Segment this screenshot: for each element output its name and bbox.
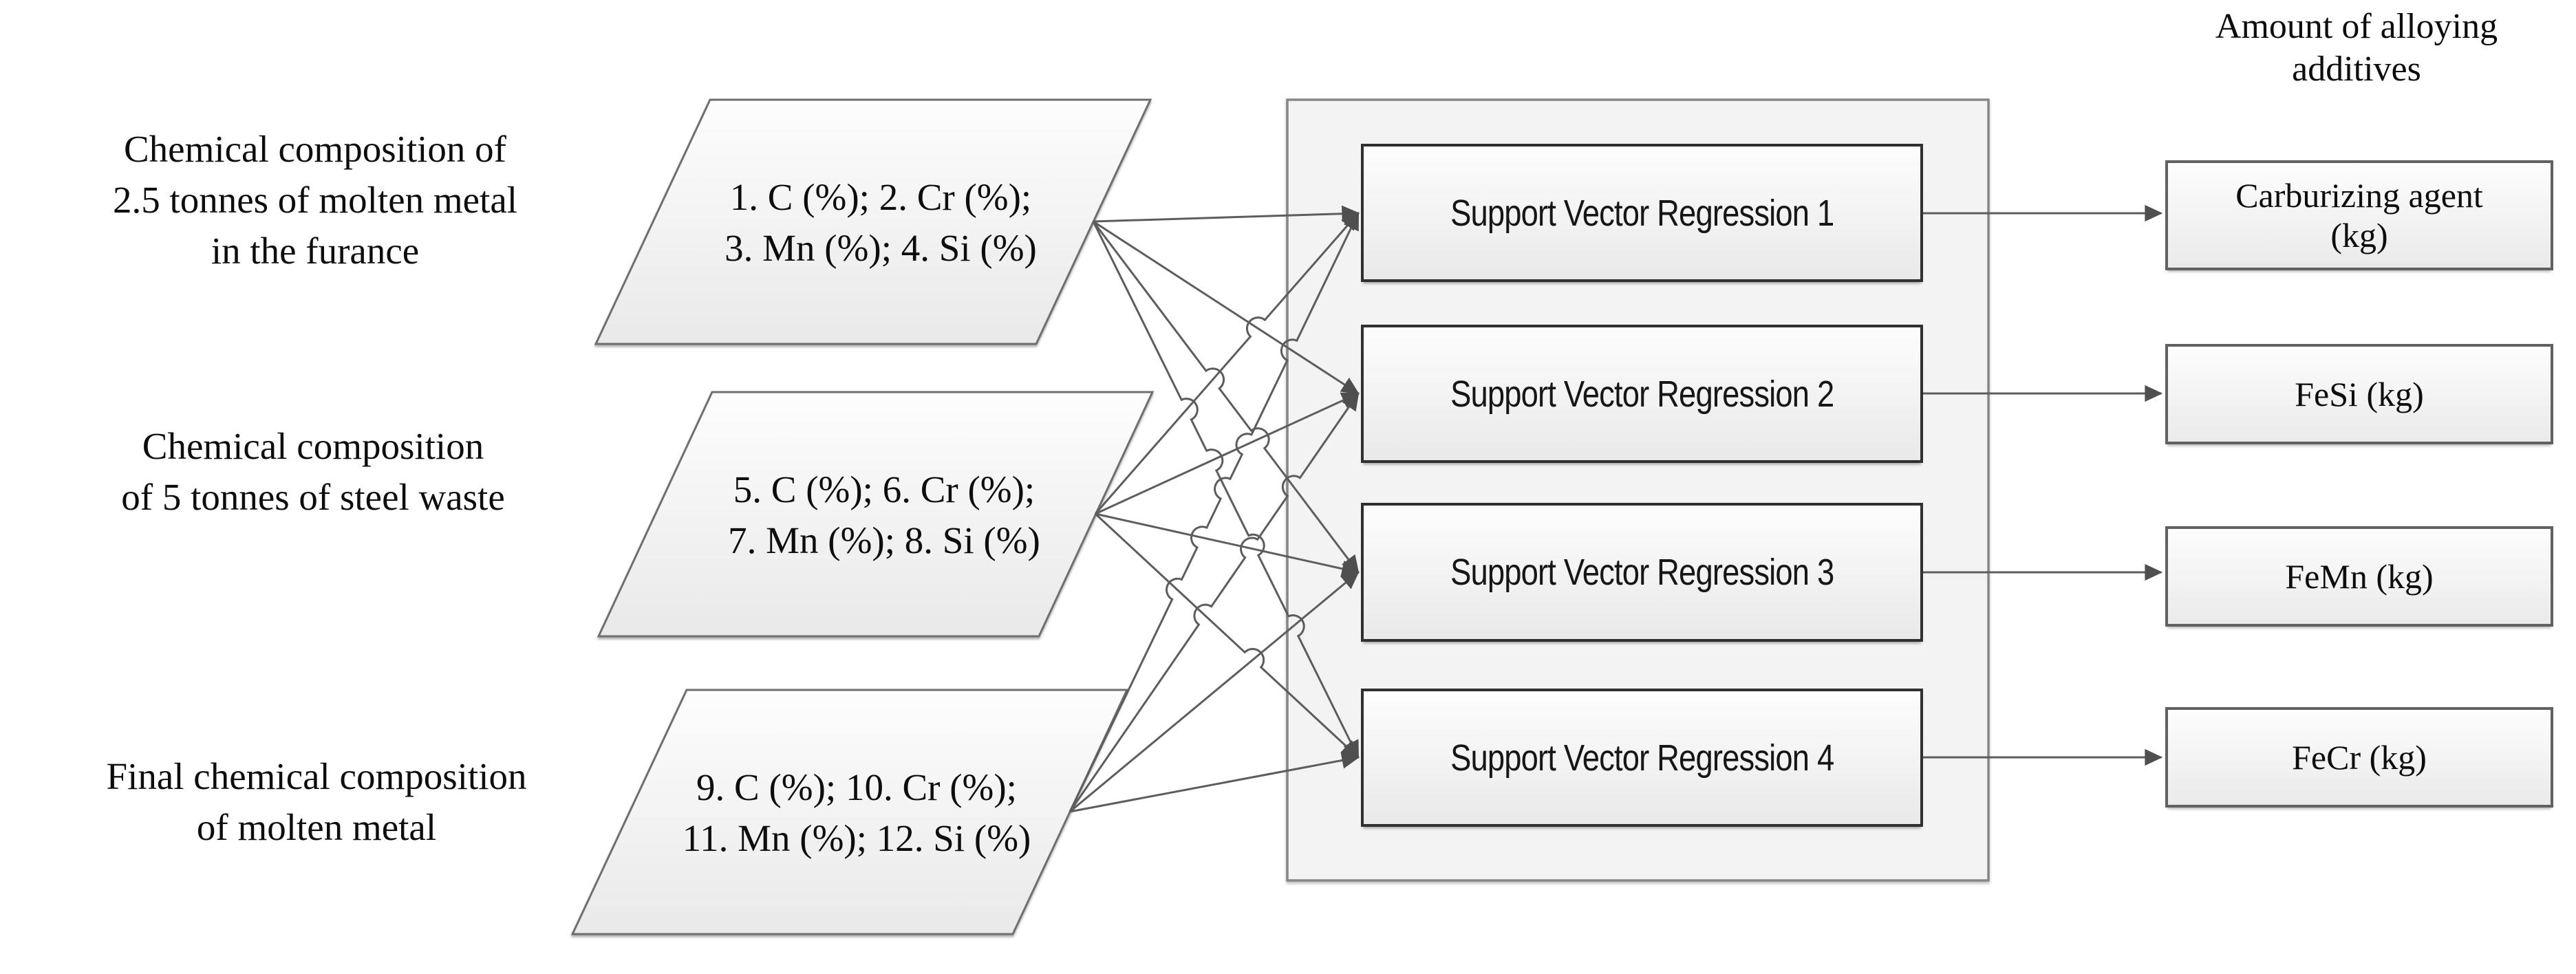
input-parallelogram-2 [597,391,1155,638]
label-line: in the furance [211,230,420,272]
output-box-fesi: FeSi (kg) [2165,344,2553,444]
fan-arrow-p2-to-svr3 [1095,512,1360,577]
svr-box-3: Support Vector Regression 3 [1361,503,1923,642]
output-box-label: FeSi (kg) [2295,375,2424,413]
input-node-text-1: 1. C (%); 2. Cr (%); 3. Mn (%); 4. Si (%… [654,172,1108,274]
fan-arrow-p2-to-svr1 [1094,212,1360,515]
outputs-header-line: Amount of alloying [2215,7,2498,46]
feature-line: 5. C (%); 6. Cr (%); [733,468,1035,510]
feature-line: 3. Mn (%); 4. Si (%) [724,227,1037,269]
label-line: Chemical composition [142,425,484,467]
label-line: Chemical composition of [123,128,506,170]
fan-arrow-p3-to-svr3 [1069,571,1360,813]
outputs-header-line: additives [2292,50,2421,89]
output-box-fecr: FeCr (kg) [2165,707,2553,808]
svr-box-label: Support Vector Regression 1 [1450,192,1834,234]
fan-arrow-p3-to-svr2 [1069,392,1360,812]
feature-line: 7. Mn (%); 8. Si (%) [728,519,1040,561]
fan-arrow-p3-to-svr1 [1069,211,1360,812]
output-box-label: FeCr (kg) [2292,738,2427,777]
svr-box-label: Support Vector Regression 2 [1450,373,1834,415]
svr-box-1: Support Vector Regression 1 [1361,144,1923,282]
fan-arrow-p1-to-svr4 [1092,221,1360,759]
input-label-molten-metal: Chemical composition of 2.5 tonnes of mo… [19,124,611,277]
svr-box-2: Support Vector Regression 2 [1361,325,1923,463]
fan-arrow-p1-to-svr3 [1092,221,1360,574]
svr-box-label: Support Vector Regression 3 [1450,552,1834,593]
svr-box-4: Support Vector Regression 4 [1361,689,1923,827]
input-node-text-3: 9. C (%); 10. Cr (%); 11. Mn (%); 12. Si… [623,762,1091,864]
fan-arrow-p1-to-svr2 [1093,220,1360,395]
label-line: of molten metal [196,806,437,848]
feature-line: 11. Mn (%); 12. Si (%) [682,817,1031,859]
fan-arrow-p2-to-svr2 [1095,392,1360,515]
fan-arrow-p2-to-svr4 [1094,512,1360,759]
input-parallelogram-3 [570,689,1129,935]
fan-arrow-p1-to-svr1 [1093,205,1360,223]
input-label-final-composition: Final chemical composition of molten met… [7,751,626,853]
label-line: 2.5 tonnes of molten metal [112,179,518,221]
input-parallelogram-1 [594,98,1152,345]
fan-arrow-p3-to-svr4 [1069,752,1360,813]
label-line: of 5 tonnes of steel waste [121,476,505,518]
output-box-carburizing-agent: Carburizing agent (kg) [2165,160,2553,270]
output-box-femn: FeMn (kg) [2165,526,2553,627]
outputs-header: Amount of alloying additives [2147,6,2566,91]
feature-line: 1. C (%); 2. Cr (%); [729,176,1032,218]
input-label-steel-waste: Chemical composition of 5 tonnes of stee… [28,421,599,523]
svr-box-label: Support Vector Regression 4 [1450,737,1834,779]
output-box-label: (kg) [2330,216,2388,255]
output-box-label: Carburizing agent [2235,176,2483,215]
output-box-label: FeMn (kg) [2285,557,2434,596]
input-node-text-2: 5. C (%); 6. Cr (%); 7. Mn (%); 8. Si (%… [657,464,1111,566]
label-line: Final chemical composition [106,755,527,797]
feature-line: 9. C (%); 10. Cr (%); [696,766,1017,808]
